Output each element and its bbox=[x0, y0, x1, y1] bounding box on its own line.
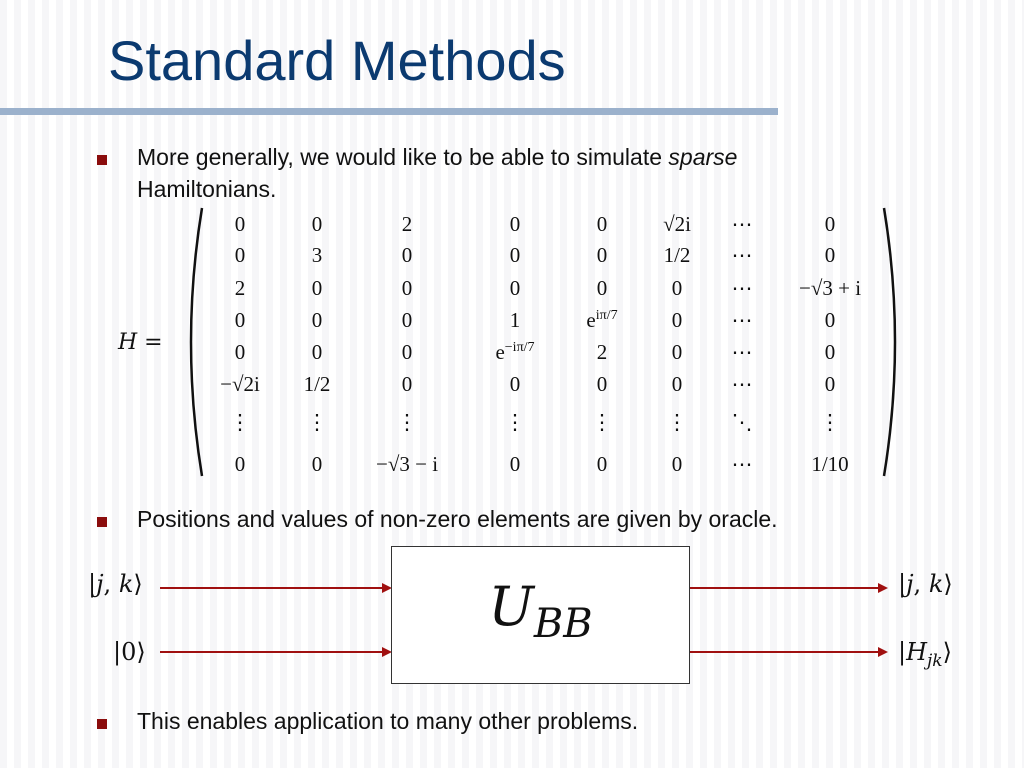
matrix-cell-r7-c7: ⋱ bbox=[731, 410, 753, 434]
matrix-cell-r3-c1: 2 bbox=[234, 276, 246, 300]
matrix-cell-r1-c3: 2 bbox=[401, 212, 413, 236]
output-top-ket: |j, k⟩ bbox=[898, 570, 953, 598]
matrix-cell-r7-c3: ⋮ bbox=[396, 410, 418, 434]
matrix-cell-r7-c8: ⋮ bbox=[819, 410, 841, 434]
bullet-1-line2: Hamiltonians. bbox=[137, 176, 277, 202]
matrix-cell-r3-c5: 0 bbox=[596, 276, 608, 300]
slide-title: Standard Methods bbox=[108, 29, 566, 92]
matrix-cell-r8-c1: 0 bbox=[234, 452, 246, 476]
oracle-gate-label: UBB bbox=[392, 575, 689, 647]
matrix-cell-r5-c3: 0 bbox=[401, 340, 413, 364]
matrix-cell-r2-c6: 1/2 bbox=[663, 243, 691, 267]
matrix-cell-r2-c8: 0 bbox=[824, 243, 836, 267]
matrix-cell-r6-c3: 0 bbox=[401, 372, 413, 396]
matrix-label: H = bbox=[118, 330, 163, 355]
bullet-1-text: More generally, we would like to be able… bbox=[137, 141, 737, 205]
gate-main: U bbox=[488, 575, 534, 638]
matrix-cell-r1-c1: 0 bbox=[234, 212, 246, 236]
wire-out-bottom bbox=[690, 647, 888, 657]
matrix-cell-r3-c2: 0 bbox=[311, 276, 323, 300]
oracle-gate-box: UBB bbox=[391, 546, 690, 684]
matrix-cell-r6-c1: −√2i bbox=[220, 372, 260, 396]
wire-out-top bbox=[690, 583, 888, 593]
matrix-cell-r3-c8: −√3 + i bbox=[798, 276, 862, 300]
right-paren-icon bbox=[882, 207, 897, 477]
matrix-cell-r6-c4: 0 bbox=[509, 372, 521, 396]
matrix-cell-r3-c6: 0 bbox=[671, 276, 683, 300]
matrix-cell-r7-c4: ⋮ bbox=[504, 410, 526, 434]
matrix-cell-r8-c2: 0 bbox=[311, 452, 323, 476]
matrix-cell-r8-c8: 1/10 bbox=[811, 452, 849, 476]
matrix-cell-r6-c2: 1/2 bbox=[303, 372, 331, 396]
left-paren-icon bbox=[189, 207, 204, 477]
matrix-cell-r5-c7: ⋯ bbox=[731, 340, 753, 364]
matrix-cell-r6-c6: 0 bbox=[671, 372, 683, 396]
matrix-cell-r4-c7: ⋯ bbox=[731, 308, 753, 332]
bullet-1-text-before: More generally, we would like to be able… bbox=[137, 144, 669, 170]
matrix-cell-r2-c2: 3 bbox=[311, 243, 323, 267]
matrix-cell-r8-c6: 0 bbox=[671, 452, 683, 476]
matrix-cell-r7-c5: ⋮ bbox=[591, 410, 613, 434]
matrix-cell-r7-c1: ⋮ bbox=[229, 410, 251, 434]
output-bottom-ket: |Hjk⟩ bbox=[898, 638, 952, 671]
matrix-cell-r7-c6: ⋮ bbox=[666, 410, 688, 434]
matrix-cell-r2-c7: ⋯ bbox=[731, 243, 753, 267]
matrix-cell-r2-c3: 0 bbox=[401, 243, 413, 267]
bullet-square-icon bbox=[97, 155, 107, 165]
input-top-ket: |j, k⟩ bbox=[88, 570, 143, 598]
matrix-cell-r5-c6: 0 bbox=[671, 340, 683, 364]
wire-in-top bbox=[160, 583, 392, 593]
gate-sub: BB bbox=[533, 601, 593, 647]
matrix-cell-r4-c6: 0 bbox=[671, 308, 683, 332]
matrix-cell-r2-c1: 0 bbox=[234, 243, 246, 267]
matrix-cell-r4-c5: eiπ/7 bbox=[586, 308, 618, 332]
matrix-cell-r8-c4: 0 bbox=[509, 452, 521, 476]
bullet-3-text: This enables application to many other p… bbox=[137, 708, 639, 734]
matrix-cell-r4-c3: 0 bbox=[401, 308, 413, 332]
matrix-cell-r1-c4: 0 bbox=[509, 212, 521, 236]
wire-in-bottom bbox=[160, 647, 392, 657]
matrix-cell-r6-c5: 0 bbox=[596, 372, 608, 396]
matrix-cell-r1-c2: 0 bbox=[311, 212, 323, 236]
bullet-2-text: Positions and values of non-zero element… bbox=[137, 506, 778, 532]
matrix-cell-r3-c3: 0 bbox=[401, 276, 413, 300]
matrix-cell-r2-c5: 0 bbox=[596, 243, 608, 267]
matrix-cell-r4-c8: 0 bbox=[824, 308, 836, 332]
title-underline bbox=[0, 108, 778, 115]
matrix-cell-r4-c4: 1 bbox=[509, 308, 521, 332]
matrix-cell-r4-c2: 0 bbox=[311, 308, 323, 332]
bullet-square-icon bbox=[97, 719, 107, 729]
matrix-cell-r5-c5: 2 bbox=[596, 340, 608, 364]
matrix-cell-r4-c1: 0 bbox=[234, 308, 246, 332]
input-bottom-ket: |0⟩ bbox=[113, 638, 146, 666]
matrix-cell-r1-c5: 0 bbox=[596, 212, 608, 236]
matrix-cell-r2-c4: 0 bbox=[509, 243, 521, 267]
matrix-cell-r3-c7: ⋯ bbox=[731, 276, 753, 300]
matrix-cell-r6-c7: ⋯ bbox=[731, 372, 753, 396]
matrix-cell-r5-c4: e−iπ/7 bbox=[495, 340, 535, 364]
bullet-1-emphasis: sparse bbox=[668, 144, 738, 170]
matrix-cell-r1-c6: √2i bbox=[663, 212, 691, 236]
matrix-cell-r8-c7: ⋯ bbox=[731, 452, 753, 476]
matrix-cell-r8-c5: 0 bbox=[596, 452, 608, 476]
matrix-cell-r5-c1: 0 bbox=[234, 340, 246, 364]
matrix-cell-r3-c4: 0 bbox=[509, 276, 521, 300]
matrix-cell-r6-c8: 0 bbox=[824, 372, 836, 396]
matrix-cell-r1-c7: ⋯ bbox=[731, 212, 753, 236]
matrix-cell-r5-c8: 0 bbox=[824, 340, 836, 364]
matrix-cell-r7-c2: ⋮ bbox=[306, 410, 328, 434]
matrix-cell-r1-c8: 0 bbox=[824, 212, 836, 236]
bullet-square-icon bbox=[97, 517, 107, 527]
matrix-cell-r5-c2: 0 bbox=[311, 340, 323, 364]
matrix-cell-r8-c3: −√3 − i bbox=[375, 452, 439, 476]
